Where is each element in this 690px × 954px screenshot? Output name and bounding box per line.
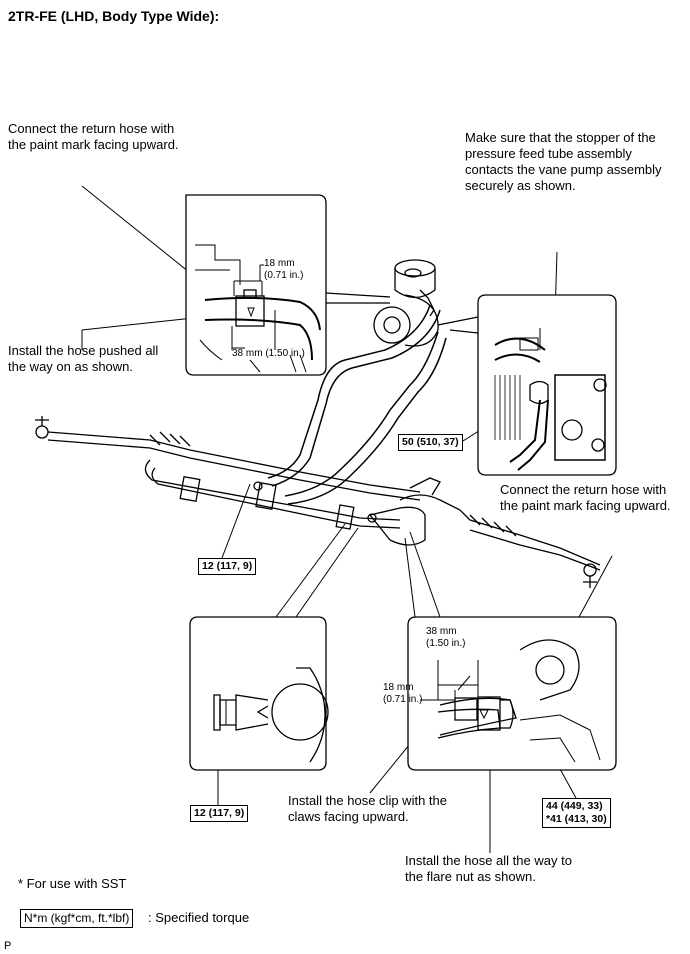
inset-top-left	[185, 194, 391, 376]
dim-top-18mm: 18 mm (0.71 in.)	[264, 258, 304, 281]
callout-hose-clip: Install the hose clip with the claws fac…	[288, 793, 447, 824]
hoses	[267, 304, 447, 505]
torque-unit-box: N*m (kgf*cm, ft.*lbf)	[20, 909, 134, 928]
dim-bottom-18mm: 18 mm (0.71 in.)	[383, 682, 423, 705]
callout-connect-return-right: Connect the return hose with the paint m…	[500, 482, 671, 513]
inset-connectors	[275, 523, 441, 618]
torque-box-12-upper: 12 (117, 9)	[198, 558, 257, 575]
inset-right	[437, 294, 617, 476]
sst-note: * For use with SST	[18, 876, 127, 891]
vane-pump	[373, 259, 439, 347]
callout-connect-return-top: Connect the return hose with the paint m…	[8, 121, 179, 152]
steering-gear	[35, 416, 601, 588]
callout-hose-flare: Install the hose all the way to the flar…	[405, 853, 572, 884]
torque-box-44: 44 (449, 33) *41 (413, 30)	[542, 798, 611, 828]
corner-mark: P	[4, 940, 12, 952]
torque-unit-desc: : Specified torque	[148, 910, 250, 925]
inset-bottom-right	[407, 616, 617, 771]
dim-top-38mm: 38 mm (1.50 in.)	[232, 348, 305, 359]
torque-box-12-lower: 12 (117, 9)	[190, 805, 249, 822]
dim-bottom-38mm: 38 mm (1.50 in.)	[426, 626, 466, 649]
torque-box-50: 50 (510, 37)	[398, 434, 463, 451]
inset-bottom-left	[189, 616, 329, 771]
page-title: 2TR-FE (LHD, Body Type Wide):	[8, 8, 220, 24]
callout-stopper: Make sure that the stopper of the pressu…	[465, 130, 662, 193]
callout-install-pushed: Install the hose pushed all the way on a…	[8, 343, 159, 374]
